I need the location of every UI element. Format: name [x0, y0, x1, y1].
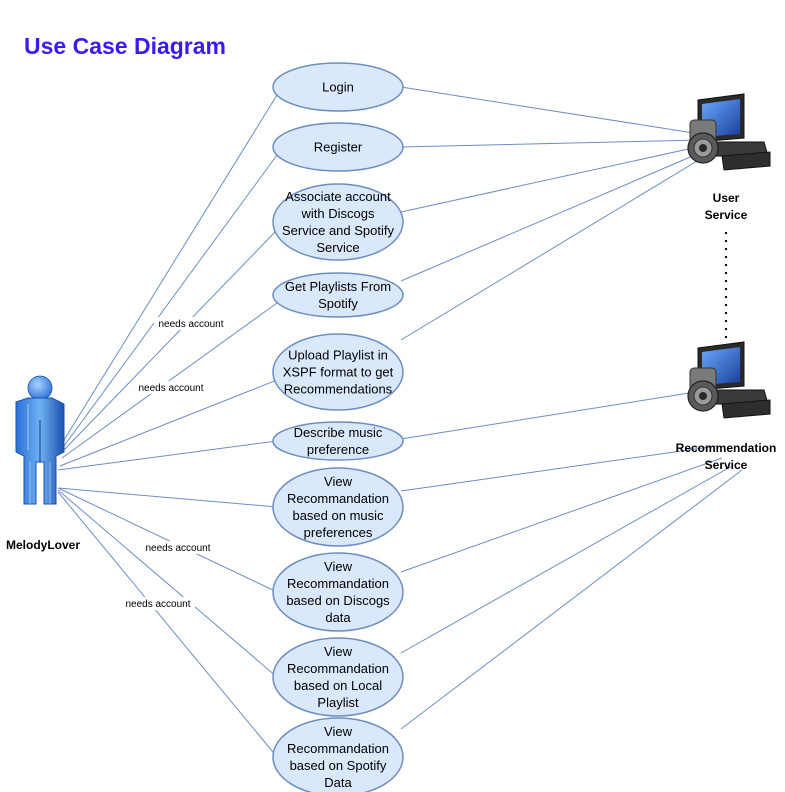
association-line-user-service-login	[400, 86, 701, 135]
association-line-recommendation-service-view-rec-discogs	[400, 457, 723, 573]
association-line-user-view-rec-spotify	[57, 491, 278, 758]
association-line-user-service-register	[400, 139, 701, 148]
use-case-label-line: based on Spotify	[290, 758, 387, 773]
use-case-label-line: View	[324, 644, 353, 659]
edge-labels: needs account needs account needs account n…	[121, 317, 228, 610]
use-case-label-line: View	[324, 474, 353, 489]
association-line-user-view-rec-music	[57, 487, 278, 508]
user-actor-label: MelodyLover	[6, 538, 80, 552]
use-case-label-line: Recommandation	[287, 741, 389, 756]
use-case-ellipse	[272, 552, 404, 632]
use-case-login: Login	[272, 62, 404, 112]
association-line-recommendation-service-view-rec-music	[400, 445, 717, 492]
use-case-label-line: based on Local	[294, 678, 382, 693]
use-case-describe-music: Describe music preference	[272, 421, 404, 461]
association-line-user-describe-music	[57, 440, 278, 471]
edge-label-needs-account: needs account	[138, 383, 203, 394]
user-service-label-line1: User	[713, 191, 740, 205]
association-line-user-get-playlists	[61, 302, 278, 459]
use-case-ellipse	[272, 421, 404, 461]
recommendation-service-label-line1: Recommendation	[676, 441, 777, 455]
user-actor-icon	[15, 375, 65, 505]
use-case-label-line: Spotify	[318, 296, 358, 311]
use-case-label-line: data	[325, 610, 351, 625]
use-case-label-line: Describe music	[294, 425, 383, 440]
edge-label-background	[134, 381, 208, 394]
use-case-label-line: Playlist	[317, 695, 359, 710]
use-case-label-line: View	[324, 724, 353, 739]
edge-label-needs-account: needs account	[145, 543, 210, 554]
edge-label-needs-account: needs account	[125, 599, 190, 610]
association-line-recommendation-service-view-rec-spotify	[400, 469, 743, 730]
use-case-ellipse	[272, 467, 404, 547]
use-case-register: Register	[272, 122, 404, 172]
use-case-label-line: Associate account	[285, 189, 391, 204]
use-case-label-line: Upload Playlist in	[288, 348, 388, 363]
association-line-recommendation-service-describe-music	[400, 389, 709, 440]
use-case-label-line: preferences	[304, 525, 373, 540]
edge-label-background	[141, 541, 215, 554]
association-line-user-register	[63, 154, 278, 447]
edge-label-background	[121, 597, 195, 610]
use-case-label-line: with Discogs	[301, 206, 375, 221]
use-case-upload-playlist: Upload Playlist in XSPF format to getReco…	[272, 333, 404, 411]
edge-label-needs-account: needs account	[158, 319, 223, 330]
association-line-user-service-upload-playlist	[400, 157, 703, 341]
use-case-ellipse	[272, 272, 404, 318]
use-case-ellipse	[272, 717, 404, 792]
association-line-user-associate-account	[61, 229, 278, 453]
association-line-user-view-rec-discogs	[57, 487, 278, 593]
use-case-label-line: Recommandation	[287, 491, 389, 506]
association-line-user-login	[63, 94, 278, 441]
use-case-label-line: XSPF format to get	[283, 365, 394, 380]
association-line-recommendation-service-view-rec-local	[400, 465, 733, 654]
use-case-label-line: Data	[324, 775, 352, 790]
use-case-label-line: Register	[314, 140, 363, 155]
use-case-label-line: preference	[307, 442, 369, 457]
use-case-ellipse	[272, 122, 404, 172]
use-case-label-line: Service	[316, 240, 359, 255]
use-case-label-line: Login	[322, 80, 354, 95]
association-line-user-service-get-playlists	[400, 151, 703, 282]
use-case-ellipse	[272, 62, 404, 112]
use-case-ellipse	[272, 183, 404, 261]
diagram-title: Use Case Diagram	[24, 33, 226, 59]
use-case-label-line: Recommandation	[287, 576, 389, 591]
use-case-label-line: View	[324, 559, 353, 574]
use-case-ellipse	[272, 333, 404, 411]
association-lines	[57, 86, 743, 758]
use-case-label-line: Recommendations	[284, 382, 393, 397]
association-line-user-view-rec-local	[57, 489, 278, 678]
user-service-computer-icon	[687, 93, 771, 171]
association-line-user-upload-playlist	[59, 379, 278, 467]
user-service-label-line2: Service	[705, 208, 748, 222]
recommendation-service-computer-icon	[687, 341, 771, 419]
use-case-ellipse	[272, 637, 404, 717]
edge-label-background	[154, 317, 228, 330]
use-case-label-line: based on music	[292, 508, 384, 523]
recommendation-service-label-line2: Service	[705, 458, 748, 472]
use-case-label-line: Recommandation	[287, 661, 389, 676]
use-case-label-line: Service and Spotify	[282, 223, 395, 238]
use-case-label-line: based on Discogs	[286, 593, 390, 608]
association-line-user-service-associate-account	[400, 145, 703, 213]
use-case-label-line: Get Playlists From	[285, 279, 391, 294]
